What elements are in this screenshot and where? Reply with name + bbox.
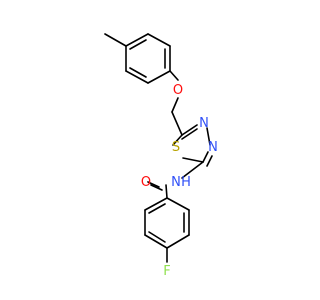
bond (165, 184, 168, 199)
carbonyl-bond (150, 184, 163, 191)
bond (171, 111, 183, 136)
thiadiazole-ring (172, 124, 213, 167)
bond (129, 67, 147, 78)
ring-nitrogen-4-label: N (208, 140, 218, 155)
bond (206, 127, 211, 146)
bond (171, 97, 179, 113)
bond (147, 70, 171, 84)
bond (169, 70, 179, 81)
bond (144, 234, 168, 249)
ring-sulfur-label: S (172, 140, 180, 155)
bond (166, 234, 190, 249)
bond (182, 157, 204, 163)
bond (148, 203, 166, 214)
bond (148, 231, 166, 243)
bond (202, 151, 209, 163)
bond (181, 128, 198, 140)
structure-drawing: O N N S O N H F (104, 33, 218, 279)
tolyl-ring (104, 33, 171, 84)
carbonyl-bond (147, 181, 160, 188)
bond (206, 155, 213, 167)
bond (125, 70, 149, 84)
amide-nitrogen-label: N (171, 175, 181, 190)
fluorine-label: F (163, 264, 170, 279)
bond (172, 134, 183, 146)
ether-oxygen-label: O (173, 83, 183, 98)
amide-hydrogen-label: H (181, 175, 191, 190)
molecule-canvas: O N N S O N H F (104, 33, 218, 279)
bond (125, 33, 149, 47)
fluorophenyl-ring (144, 197, 190, 263)
methyl-bond (104, 33, 127, 47)
bond (181, 161, 204, 179)
ring-nitrogen-3-label: N (199, 116, 209, 131)
bond (181, 124, 198, 136)
bond (166, 197, 190, 211)
bond (129, 39, 147, 50)
bond (144, 197, 168, 211)
carbonyl-oxygen-label: O (141, 175, 151, 190)
bond (147, 33, 171, 47)
